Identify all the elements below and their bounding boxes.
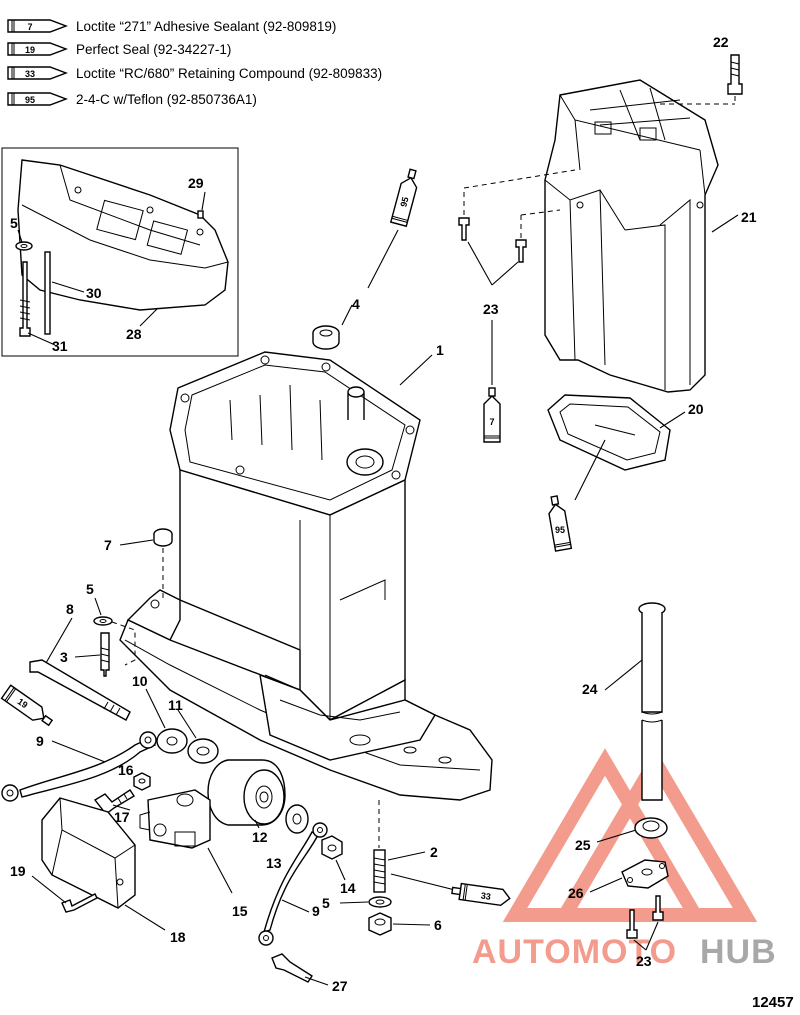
legend-tube-number: 19: [25, 45, 35, 55]
callout-4: 4: [352, 296, 360, 312]
cover-part-18: [41, 797, 166, 931]
callout-labels: 1 2 3 4 5 5 6 7 8 9 9 10 11 12 13 14 15 …: [10, 34, 757, 994]
callout-22: 22: [713, 34, 729, 50]
legend-tube-number: 7: [27, 22, 32, 32]
callout-7: 7: [104, 537, 112, 553]
legend-tube-number: 95: [25, 95, 35, 105]
callout-27: 27: [332, 978, 348, 994]
legend-item: 33 Loctite “RC/680” Retaining Compound (…: [7, 66, 382, 81]
callout-18: 18: [170, 929, 186, 945]
exhaust-tube-part-21: [544, 79, 719, 393]
bolt-part-3: [74, 632, 110, 677]
callout-12: 12: [252, 829, 268, 845]
callout-5: 5: [86, 581, 94, 597]
legend-label: Loctite “RC/680” Retaining Compound (92-…: [76, 66, 382, 81]
washer-part-11: [177, 709, 219, 764]
watermark-brand-hub: HUB: [700, 933, 777, 971]
legend-label: Perfect Seal (92-34227-1): [76, 42, 231, 57]
callout-30: 30: [86, 285, 102, 301]
sealant-tube-95-right: 95: [548, 495, 573, 552]
callout-10: 10: [132, 673, 148, 689]
callout-5: 5: [322, 895, 330, 911]
plug-part-7: [119, 528, 173, 600]
figure-number: 12457: [752, 994, 794, 1011]
sealant-tube-95-top: 95: [389, 168, 418, 228]
nut-part-16: [133, 772, 151, 791]
legend-item: 7 Loctite “271” Adhesive Sealant (92-809…: [7, 19, 336, 34]
legend-tube-number: 33: [25, 69, 35, 79]
tube-number: 95: [555, 525, 565, 535]
legend: 7 Loctite “271” Adhesive Sealant (92-809…: [7, 19, 382, 107]
gasket-part-20: [547, 394, 686, 501]
bolt-part-31: [19, 261, 31, 337]
mount-part-12: [207, 759, 286, 829]
callout-31: 31: [52, 338, 68, 354]
tube-number: 33: [480, 890, 491, 901]
stud-part-30: [44, 251, 51, 335]
callout-14: 14: [340, 880, 356, 896]
sealant-tube-7: 7: [483, 387, 501, 443]
bolt-part-27: [271, 953, 329, 986]
callout-13: 13: [266, 855, 282, 871]
screws-part-23-upper: [458, 169, 576, 385]
driveshaft-housing-part-1: [119, 351, 493, 801]
watermark-brand-main: AUTOMOTO: [472, 933, 677, 971]
washer-part-5-left: [93, 597, 136, 666]
inset-box: 29 5 30 31 28: [1, 147, 239, 357]
callout-3: 3: [60, 649, 68, 665]
screw-part-29: [197, 210, 204, 219]
washer-part-13: [285, 804, 309, 834]
nut-part-14: [321, 835, 346, 881]
ground-strap-part-9-right: [258, 822, 328, 946]
callout-29: 29: [188, 175, 204, 191]
plug-part-4: [312, 229, 399, 350]
callout-1: 1: [436, 342, 444, 358]
seal-part-25: [596, 817, 668, 843]
callout-28: 28: [126, 326, 142, 342]
callout-2: 2: [430, 844, 438, 860]
callout-5: 5: [10, 215, 18, 231]
ground-strap-part-9-left: [1, 731, 157, 802]
trim-sender-part-15: [139, 789, 233, 894]
callout-15: 15: [232, 903, 248, 919]
stud-part-2: [373, 800, 456, 893]
callout-23: 23: [483, 301, 499, 317]
callout-19: 19: [10, 863, 26, 879]
screw-part-19: [31, 875, 98, 913]
watermark: AUTOMOTO HUB: [472, 748, 777, 971]
callout-9: 9: [36, 733, 44, 749]
tube-number: 7: [489, 417, 494, 427]
legend-item: 19 Perfect Seal (92-34227-1): [7, 42, 231, 57]
screws-part-23-lower: [626, 895, 664, 951]
callout-9: 9: [312, 903, 320, 919]
callout-6: 6: [434, 917, 442, 933]
nut-part-6: [368, 912, 431, 936]
sealant-tube-19: 19: [0, 684, 54, 727]
water-tube-part-24: [604, 602, 666, 801]
washer-part-5-right: [339, 896, 392, 908]
screw-part-22: [660, 54, 743, 105]
callout-17: 17: [114, 809, 130, 825]
sealant-tube-33: 33: [451, 882, 511, 907]
callout-25: 25: [575, 837, 591, 853]
legend-item: 95 2-4-C w/Teflon (92-850736A1): [7, 92, 257, 107]
washer-part-10: [145, 688, 188, 754]
retainer-part-26: [589, 859, 669, 893]
callout-23: 23: [636, 953, 652, 969]
tube-number: 19: [16, 696, 30, 710]
legend-label: 2-4-C w/Teflon (92-850736A1): [76, 92, 257, 107]
washer-part-5: [15, 241, 33, 251]
callout-20: 20: [688, 401, 704, 417]
bolt-part-8: [29, 617, 131, 721]
callout-8: 8: [66, 601, 74, 617]
callout-21: 21: [741, 209, 757, 225]
callout-11: 11: [168, 697, 183, 713]
callout-24: 24: [582, 681, 598, 697]
callout-26: 26: [568, 885, 584, 901]
tube-number: 95: [398, 196, 410, 208]
callout-16: 16: [118, 762, 134, 778]
legend-label: Loctite “271” Adhesive Sealant (92-80981…: [76, 19, 336, 34]
